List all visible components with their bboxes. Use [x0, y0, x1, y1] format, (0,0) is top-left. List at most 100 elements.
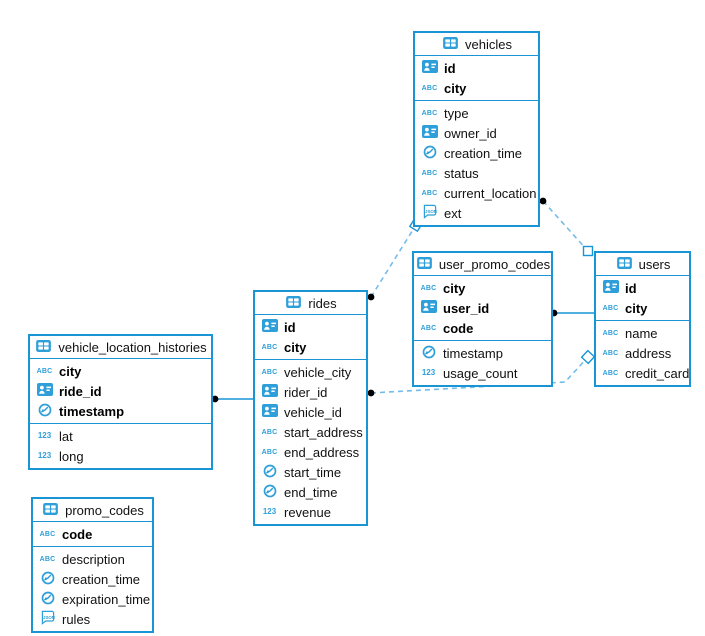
table-header[interactable]: vehicle_location_histories — [30, 336, 211, 359]
column-row[interactable]: ABC current_location — [415, 183, 538, 203]
timestamp-type-icon — [41, 591, 55, 608]
column-row[interactable]: ABC type — [415, 103, 538, 123]
column-row[interactable]: ABC code — [33, 524, 152, 544]
column-row[interactable]: owner_id — [415, 123, 538, 143]
table-icon — [284, 295, 303, 311]
column-row[interactable]: 123 revenue — [255, 502, 366, 522]
table-header[interactable]: rides — [255, 292, 366, 315]
column-name: code — [443, 320, 474, 336]
entity-table-rides[interactable]: rides id ABC city ABC vehicle_city rider… — [253, 290, 368, 526]
column-row[interactable]: id — [415, 58, 538, 78]
column-row[interactable]: id — [596, 278, 689, 298]
table-icon — [36, 339, 52, 355]
string-type-icon: ABC — [602, 329, 619, 337]
string-type-icon: ABC — [602, 304, 619, 312]
column-row[interactable]: JSON ext — [415, 203, 538, 223]
entity-table-promo_codes[interactable]: promo_codes ABC code ABC description cre… — [31, 497, 154, 633]
column-name: credit_card — [625, 365, 690, 381]
column-row[interactable]: ABC credit_card — [596, 363, 690, 383]
column-name: owner_id — [444, 125, 497, 141]
column-name: city — [443, 280, 466, 296]
column-name: end_time — [284, 484, 338, 500]
column-row[interactable]: user_id — [414, 298, 551, 318]
column-row[interactable]: start_time — [255, 462, 366, 482]
primary-key-section: ABC code — [33, 522, 152, 546]
table-header[interactable]: promo_codes — [33, 499, 152, 522]
string-type-icon: ABC — [36, 367, 53, 375]
column-row[interactable]: JSON rules — [33, 609, 152, 629]
column-row[interactable]: 123 usage_count — [414, 363, 551, 383]
column-name: city — [59, 363, 82, 379]
column-row[interactable]: ABC city — [255, 337, 366, 357]
timestamp-type-icon — [41, 571, 55, 588]
entity-table-vehicle_location_histories[interactable]: vehicle_location_histories ABC city ride… — [28, 334, 213, 470]
string-type-icon: ABC — [39, 555, 56, 563]
timestamp-type-icon — [422, 345, 436, 362]
relationship-rides-vehicles[interactable] — [370, 224, 417, 298]
string-type-icon: ABC — [261, 428, 278, 436]
table-header[interactable]: vehicles — [415, 33, 538, 56]
column-row[interactable]: end_time — [255, 482, 366, 502]
column-row[interactable]: id — [255, 317, 366, 337]
table-title: vehicle_location_histories — [58, 339, 207, 355]
table-header[interactable]: users — [596, 253, 689, 276]
column-row[interactable]: ABC city — [415, 78, 538, 98]
column-row[interactable]: ABC code — [414, 318, 551, 338]
column-name: expiration_time — [62, 591, 151, 607]
column-row[interactable]: ABC address — [596, 343, 689, 363]
table-header[interactable]: user_promo_codes — [414, 253, 551, 276]
column-name: vehicle_city — [284, 364, 352, 380]
column-name: city — [444, 80, 467, 96]
number-type-icon: 123 — [421, 368, 436, 377]
column-row[interactable]: ABC description — [33, 549, 152, 569]
json-type-icon: JSON — [422, 204, 438, 222]
table-icon — [616, 256, 632, 272]
id-type-icon — [421, 125, 438, 141]
column-row[interactable]: ABC city — [30, 361, 211, 381]
string-type-icon: ABC — [421, 109, 438, 117]
column-name: revenue — [284, 504, 331, 520]
primary-key-section: id ABC city — [255, 315, 366, 359]
table-title: users — [638, 256, 671, 272]
entity-table-user_promo_codes[interactable]: user_promo_codes ABC city user_id ABC co… — [412, 251, 553, 387]
column-row[interactable]: 123 lat — [30, 426, 211, 446]
column-name: current_location — [444, 185, 537, 201]
column-row[interactable]: creation_time — [415, 143, 538, 163]
table-title: promo_codes — [65, 502, 144, 518]
column-row[interactable]: vehicle_id — [255, 402, 366, 422]
column-name: id — [444, 60, 456, 76]
column-row[interactable]: timestamp — [30, 401, 211, 421]
column-row[interactable]: ABC vehicle_city — [255, 362, 366, 382]
table-icon — [43, 502, 58, 518]
column-row[interactable]: rider_id — [255, 382, 366, 402]
column-row[interactable]: ABC name — [596, 323, 689, 343]
column-row[interactable]: ABC start_address — [255, 422, 366, 442]
column-name: code — [62, 526, 93, 542]
column-row[interactable]: ABC city — [596, 298, 689, 318]
timestamp-type-icon — [263, 484, 277, 501]
column-row[interactable]: creation_time — [33, 569, 152, 589]
table-icon — [41, 502, 60, 518]
column-row[interactable]: ride_id — [30, 381, 211, 401]
column-name: ride_id — [59, 383, 102, 399]
column-row[interactable]: ABC city — [414, 278, 551, 298]
svg-text:JSON: JSON — [43, 615, 55, 620]
columns-section: ABC description creation_time expiration… — [33, 546, 152, 631]
column-name: ext — [444, 205, 462, 221]
column-row[interactable]: timestamp — [414, 343, 551, 363]
string-type-icon: ABC — [261, 343, 278, 351]
relationship-vehicles-users[interactable] — [542, 200, 589, 252]
timestamp-type-icon — [38, 403, 52, 420]
column-row[interactable]: 123 long — [30, 446, 211, 466]
column-row[interactable]: ABC end_address — [255, 442, 366, 462]
table-title: user_promo_codes — [438, 256, 551, 272]
entity-table-vehicles[interactable]: vehicles id ABC city ABC type owner_id c… — [413, 31, 540, 227]
column-row[interactable]: expiration_time — [33, 589, 152, 609]
column-name: type — [444, 105, 469, 121]
entity-table-users[interactable]: users id ABC city ABC name ABC address A… — [594, 251, 691, 387]
column-row[interactable]: ABC status — [415, 163, 538, 183]
column-name: start_time — [284, 464, 342, 480]
string-type-icon: ABC — [602, 369, 619, 377]
column-name: timestamp — [443, 345, 503, 361]
column-name: id — [284, 319, 296, 335]
